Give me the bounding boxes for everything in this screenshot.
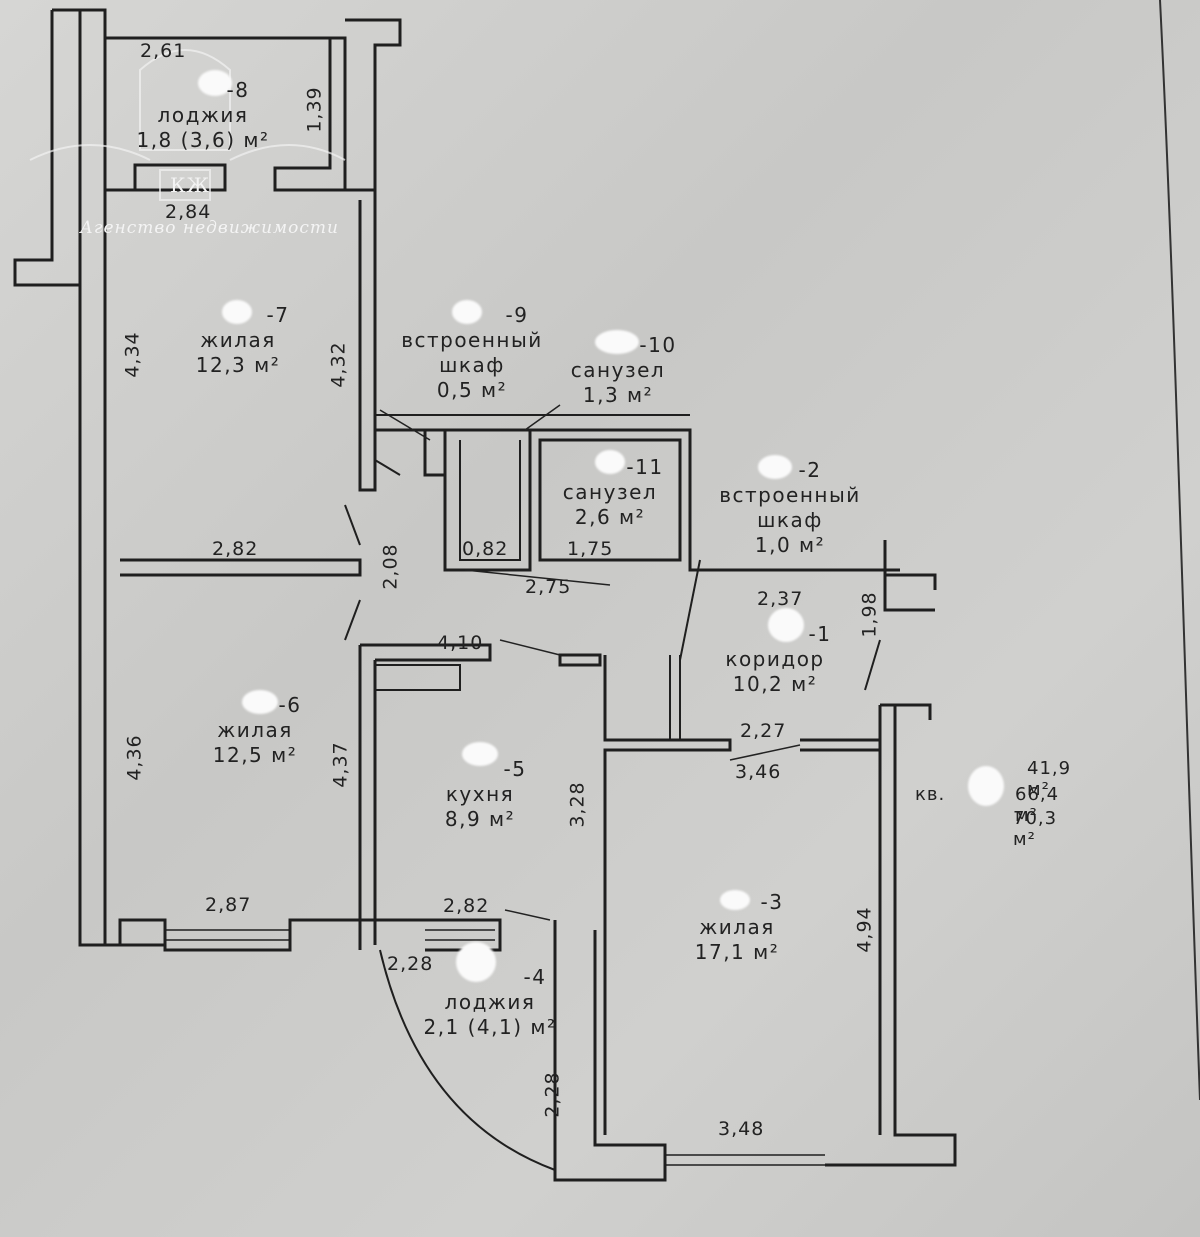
- totals-living: 41,9 м²: [1027, 758, 1072, 800]
- room-3-label: -3 жилая 17,1 м²: [694, 890, 784, 964]
- whiteout-blot: [222, 300, 252, 324]
- dim-label: 4,94: [853, 906, 876, 953]
- whiteout-blot: [462, 742, 498, 766]
- dim-label: 4,37: [329, 741, 352, 788]
- whiteout-blot: [968, 766, 1004, 806]
- dim-label: 4,10: [437, 632, 484, 654]
- kitchen-left-wall: [358, 645, 377, 945]
- dim-label: 1,75: [567, 538, 614, 560]
- room-4-label: -4 лоджия 2,1 (4,1) м²: [423, 965, 557, 1039]
- dim-label: 2,37: [757, 588, 804, 610]
- dim-label: 4,36: [123, 734, 146, 781]
- whiteout-blot: [242, 690, 278, 714]
- dim-label: 3,48: [718, 1118, 765, 1140]
- corridor-right-wall: [883, 540, 937, 612]
- wall-stub: [13, 10, 80, 287]
- partition-7-6: [120, 558, 362, 577]
- loggia-8-door: [105, 163, 227, 192]
- whiteout-blot: [595, 330, 639, 354]
- loggia-4-arc: [379, 949, 556, 1171]
- paper-edge-line: [1159, 0, 1200, 1101]
- watermark-text: Агенство недвижимости: [80, 218, 339, 238]
- dim-label: 2,61: [140, 40, 187, 62]
- whiteout-blot: [758, 455, 792, 479]
- watermark-logo-icon: [29, 49, 346, 201]
- room-3-left-wall: [553, 920, 667, 1182]
- totals-with-loggia: 70,3 м²: [1013, 808, 1058, 850]
- whiteout-blot: [452, 300, 482, 324]
- dim-label: 0,82: [462, 538, 509, 560]
- room-5-label: -5 кухня 8,9 м²: [444, 757, 527, 831]
- dim-label: 2,27: [740, 720, 787, 742]
- whiteout-blot: [720, 890, 750, 910]
- dim-label: 1,39: [303, 86, 326, 133]
- totals-prefix: кв.: [915, 784, 946, 805]
- room-11-label: -11 санузел 2,6 м²: [562, 455, 664, 529]
- room-7-label: -7 жилая 12,3 м²: [195, 303, 290, 377]
- dim-label: 3,28: [566, 781, 589, 828]
- dim-label: 2,75: [525, 576, 572, 598]
- dim-label: 2,82: [443, 895, 490, 917]
- watermark-logo-letters: КЖ: [170, 173, 210, 197]
- dim-label: 4,32: [327, 341, 350, 388]
- dim-label: 2,87: [205, 894, 252, 916]
- dim-label: 2,82: [212, 538, 259, 560]
- totals-total: 66,4 м²: [1015, 784, 1060, 826]
- bath-11-walls: [538, 438, 682, 562]
- dim-label: 2,28: [541, 1071, 564, 1118]
- dim-label: 2,84: [165, 201, 212, 223]
- dim-label: 3,46: [735, 761, 782, 783]
- dim-label: 2,08: [379, 543, 402, 590]
- room-10-label: -10 санузел 1,3 м²: [570, 333, 677, 407]
- loggia-8-walls: [105, 36, 347, 192]
- room-6-label: -6 жилая 12,5 м²: [212, 693, 302, 767]
- kitchen-right-wall: [603, 655, 732, 1135]
- dim-label: 4,34: [121, 331, 144, 378]
- whiteout-blot: [595, 450, 625, 474]
- whiteout-blot: [456, 942, 496, 982]
- whiteout-blot: [198, 70, 232, 96]
- bath-block-top: [375, 428, 900, 572]
- room-1-label: -1 коридор 10,2 м²: [725, 622, 832, 696]
- window-bottom-left: [118, 918, 362, 952]
- room-9-label: -9 встроенный шкаф 0,5 м²: [401, 303, 543, 402]
- dim-label: 1,98: [858, 591, 881, 638]
- room-8-label: -8 лоджия 1,8 (3,6) м²: [136, 78, 270, 152]
- wall-right-of-loggia: [345, 18, 402, 430]
- bath-10-walls: [443, 430, 532, 572]
- dim-label: 2,28: [387, 953, 434, 975]
- room-2-label: -2 встроенный шкаф 1,0 м²: [719, 458, 861, 557]
- whiteout-blot: [768, 608, 804, 642]
